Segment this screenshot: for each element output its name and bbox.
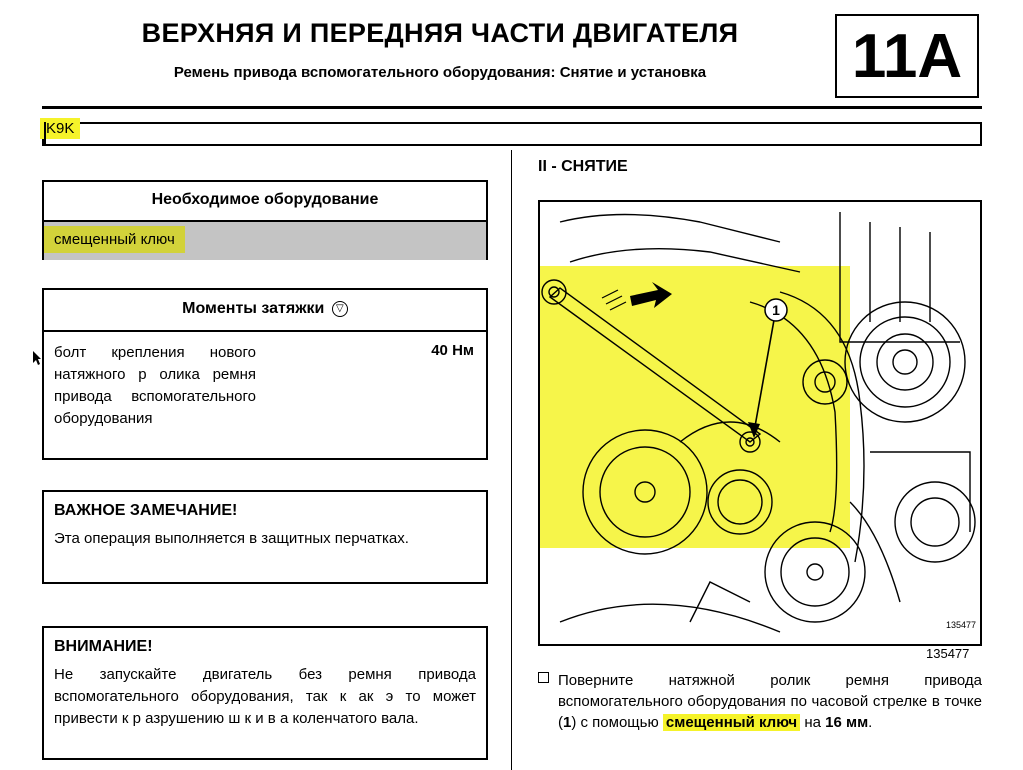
removal-section-title: II - СНЯТИЕ — [538, 158, 628, 175]
engine-drawing-icon: 1 135477 — [540, 212, 976, 633]
instruction-size: 16 мм — [825, 714, 869, 731]
page-title: ВЕРХНЯЯ И ПЕРЕДНЯЯ ЧАСТИ ДВИГАТЕЛЯ — [141, 18, 739, 48]
important-note-box: ВАЖНОЕ ЗАМЕЧАНИЕ! Эта операция выполняет… — [42, 490, 488, 584]
figure-callout-1: 1 — [772, 302, 780, 318]
equipment-item: смещенный ключ — [44, 226, 185, 253]
important-note-text: Эта операция выполняется в защитных перч… — [54, 530, 409, 547]
warning-box: ВНИМАНИЕ! Не запускайте двигатель без ре… — [42, 626, 488, 760]
engine-code-bar — [42, 122, 982, 146]
equipment-row: смещенный ключ — [44, 222, 486, 260]
checkbox-bullet-icon — [538, 672, 549, 683]
figure-number: 135477 — [926, 646, 970, 661]
instruction-part: на — [804, 714, 821, 731]
warning-text: Не запускайте двигатель без ремня привод… — [54, 666, 476, 727]
engine-belt-illustration: 1 135477 — [538, 200, 982, 646]
torque-heading: Моменты затяжки — [182, 300, 325, 317]
section-code-badge: 11A — [835, 14, 979, 98]
column-divider — [511, 150, 512, 770]
instruction-part: . — [868, 714, 873, 731]
instruction-point: 1 — [563, 714, 572, 731]
torque-symbol-icon: ▽ — [331, 300, 348, 317]
equipment-heading: Необходимое оборудование — [44, 182, 486, 222]
tightening-torques-table: Моменты затяжки ▽ болт крепления нового … — [42, 288, 488, 460]
figure-number-inner: 135477 — [946, 620, 976, 630]
torque-description: болт крепления нового натяжного р олика … — [54, 344, 256, 427]
engine-code-label: K9K — [40, 118, 81, 144]
warning-title: ВНИМАНИЕ! — [54, 638, 153, 655]
instruction-part: Поверните натяжной ролик ремня привода в… — [558, 672, 982, 731]
required-equipment-table: Необходимое оборудование смещенный ключ — [42, 180, 488, 260]
instruction-part: ) с помощью — [571, 714, 659, 731]
instruction-tool-highlight: смещенный ключ — [662, 714, 801, 731]
mouse-cursor-icon — [32, 350, 42, 369]
torque-heading-row: Моменты затяжки ▽ — [44, 290, 486, 332]
instruction-text: Поверните натяжной ролик ремня привода в… — [558, 670, 982, 733]
important-note-title: ВАЖНОЕ ЗАМЕЧАНИЕ! — [54, 502, 238, 519]
header-divider — [42, 106, 982, 109]
page-subtitle: Ремень привода вспомогательного оборудов… — [173, 64, 707, 81]
removal-instruction: Поверните натяжной ролик ремня привода в… — [538, 670, 982, 733]
torque-value: 40 Нм — [431, 342, 474, 359]
